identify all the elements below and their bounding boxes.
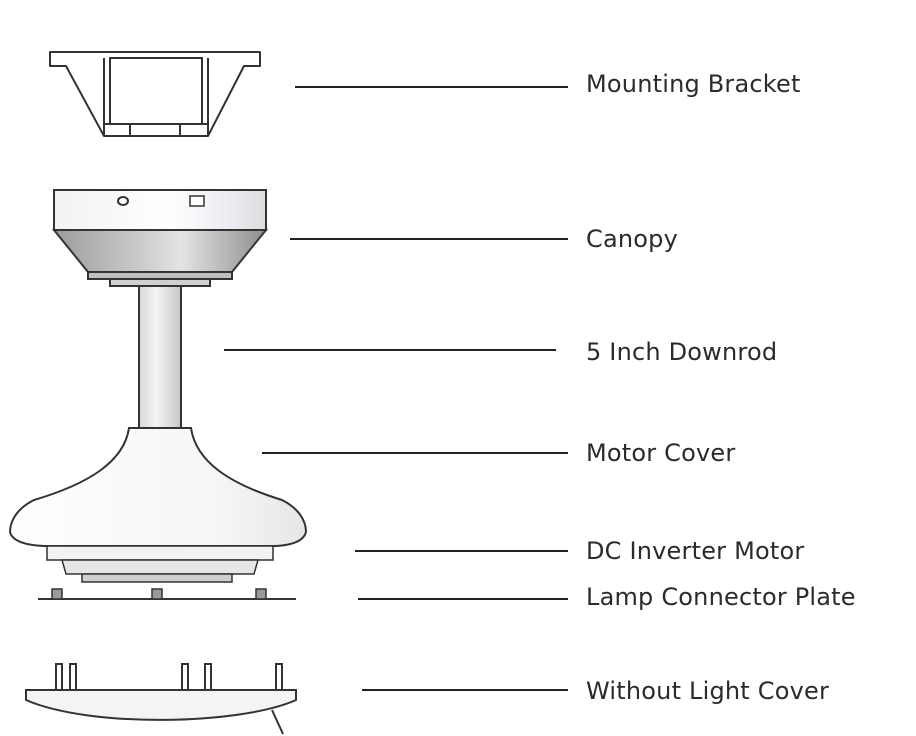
lamp-connector-plate-drawing <box>38 588 296 600</box>
leader-lines <box>224 86 568 691</box>
label-light-cover: Without Light Cover <box>586 677 830 705</box>
label-motor-cover: Motor Cover <box>586 439 736 467</box>
label-canopy: Canopy <box>586 225 678 253</box>
label-dc-motor: DC Inverter Motor <box>586 537 805 565</box>
label-lamp-connector-plate: Lamp Connector Plate <box>586 583 856 611</box>
light-cover-drawing <box>25 663 297 735</box>
motor-cover-drawing <box>8 427 308 547</box>
downrod-drawing <box>109 278 211 429</box>
canopy-drawing <box>51 189 269 280</box>
label-downrod: 5 Inch Downrod <box>586 338 778 366</box>
mounting-bracket-drawing <box>49 51 261 137</box>
dc-motor-drawing <box>46 545 274 583</box>
label-mounting-bracket: Mounting Bracket <box>586 70 801 98</box>
